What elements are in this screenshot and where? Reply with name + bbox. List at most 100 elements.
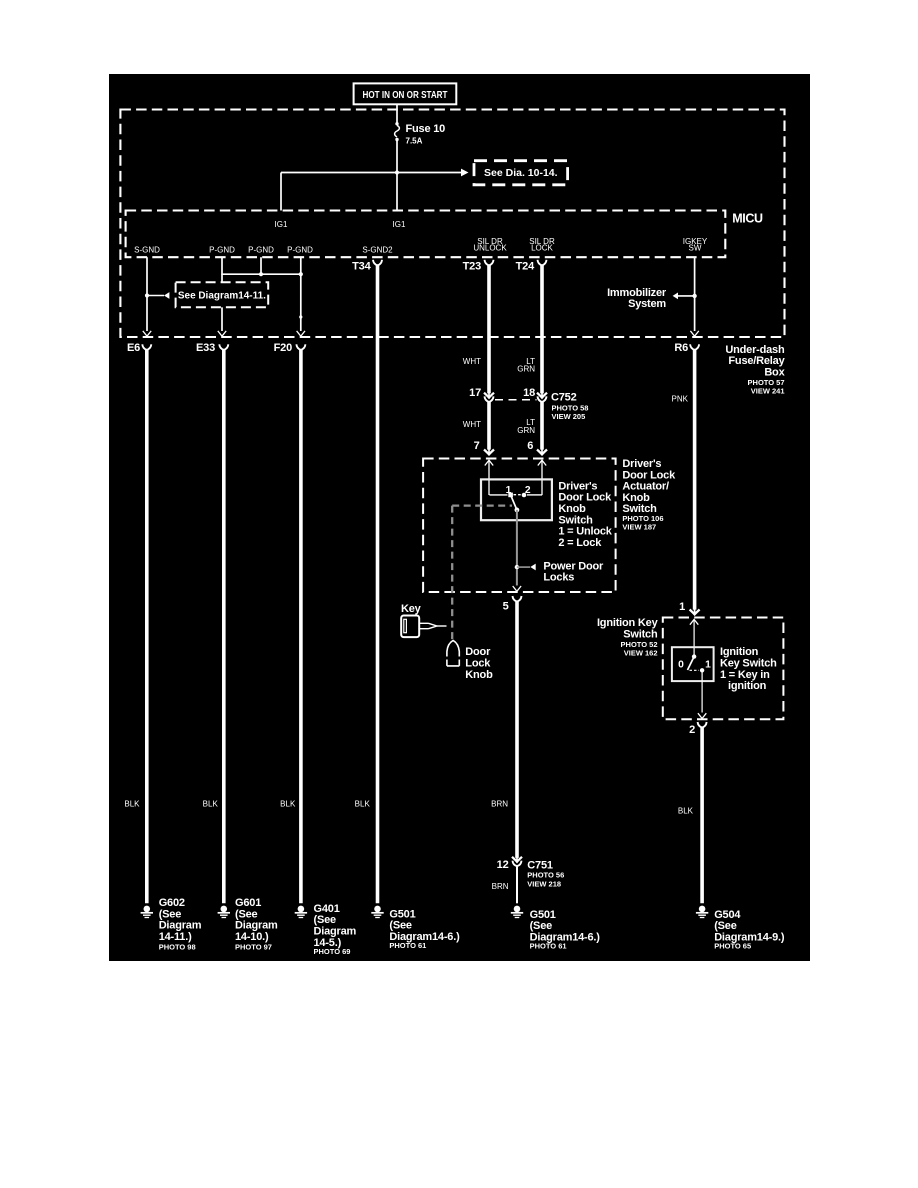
svg-text:2 = Lock: 2 = Lock (558, 537, 602, 549)
svg-text:Diagram: Diagram (159, 920, 202, 932)
svg-text:E33: E33 (196, 342, 215, 354)
svg-text:P-GND: P-GND (248, 246, 274, 255)
svg-text:14-5.): 14-5.) (314, 937, 342, 949)
svg-text:T34: T34 (352, 261, 371, 273)
svg-text:1 = Unlock: 1 = Unlock (558, 526, 612, 538)
svg-text:SIL DR: SIL DR (529, 237, 555, 246)
svg-text:14-11.): 14-11.) (159, 931, 192, 943)
svg-text:Under-dash: Under-dash (725, 344, 785, 356)
svg-text:1 = Key in: 1 = Key in (720, 669, 770, 681)
svg-text:LT: LT (526, 357, 535, 366)
svg-text:P-GND: P-GND (209, 246, 235, 255)
svg-text:C751: C751 (527, 859, 553, 871)
svg-text:LOCK: LOCK (531, 244, 553, 253)
svg-text:Key Switch: Key Switch (720, 658, 777, 670)
svg-text:Fuse 10: Fuse 10 (406, 123, 446, 135)
svg-text:Driver's: Driver's (558, 480, 597, 492)
svg-text:VIEW 162: VIEW 162 (624, 648, 658, 657)
svg-text:GRN: GRN (517, 365, 535, 374)
svg-text:(See: (See (159, 908, 182, 920)
svg-text:PHOTO 61: PHOTO 61 (389, 941, 426, 950)
svg-text:System: System (628, 298, 666, 310)
svg-text:Power Door: Power Door (543, 560, 604, 572)
svg-text:IG1: IG1 (275, 220, 288, 229)
svg-text:Fuse/Relay: Fuse/Relay (728, 355, 785, 367)
svg-text:PHOTO 61: PHOTO 61 (530, 942, 567, 951)
svg-text:12: 12 (497, 859, 509, 871)
svg-text:17: 17 (469, 387, 481, 399)
svg-text:S-GND: S-GND (134, 246, 160, 255)
svg-text:PHOTO 69: PHOTO 69 (314, 947, 351, 956)
svg-text:(See: (See (530, 920, 553, 932)
svg-text:PHOTO 106: PHOTO 106 (622, 514, 663, 523)
svg-text:BLK: BLK (280, 800, 296, 809)
svg-text:ignition: ignition (728, 680, 767, 692)
svg-text:VIEW 218: VIEW 218 (527, 880, 561, 889)
svg-text:PHOTO 57: PHOTO 57 (748, 378, 785, 387)
svg-text:R6: R6 (674, 342, 688, 354)
svg-text:PHOTO 65: PHOTO 65 (714, 942, 751, 951)
svg-text:PNK: PNK (672, 395, 689, 404)
svg-text:F20: F20 (274, 342, 292, 354)
svg-text:Immobilizer: Immobilizer (607, 287, 667, 299)
svg-text:5: 5 (503, 600, 509, 612)
svg-text:Switch: Switch (622, 503, 657, 515)
svg-text:C752: C752 (551, 392, 577, 404)
svg-text:18: 18 (523, 387, 535, 399)
svg-text:BRN: BRN (492, 882, 509, 891)
svg-text:G501: G501 (389, 908, 415, 920)
svg-text:Lock: Lock (465, 658, 491, 670)
svg-text:1: 1 (679, 601, 685, 613)
svg-text:Door Lock: Door Lock (558, 492, 612, 504)
svg-text:PHOTO 52: PHOTO 52 (621, 640, 658, 649)
svg-text:BLK: BLK (124, 800, 140, 809)
svg-text:VIEW 241: VIEW 241 (751, 387, 785, 396)
svg-text:G501: G501 (530, 909, 556, 921)
svg-text:7.5A: 7.5A (406, 137, 423, 146)
svg-text:Switch: Switch (623, 628, 658, 640)
svg-text:T23: T23 (463, 261, 481, 273)
svg-text:Diagram: Diagram (314, 926, 357, 938)
svg-text:PHOTO 58: PHOTO 58 (552, 403, 589, 412)
svg-text:Door Lock: Door Lock (622, 469, 676, 481)
svg-text:VIEW 187: VIEW 187 (622, 522, 656, 531)
svg-text:MICU: MICU (732, 211, 763, 225)
svg-text:0: 0 (678, 660, 684, 671)
svg-text:Ignition: Ignition (720, 646, 759, 658)
svg-text:(See: (See (714, 920, 737, 932)
svg-text:Switch: Switch (558, 514, 593, 526)
svg-text:G602: G602 (159, 897, 185, 909)
svg-text:PHOTO 98: PHOTO 98 (159, 942, 196, 951)
svg-text:Key: Key (401, 603, 422, 615)
svg-text:Actuator/: Actuator/ (622, 481, 669, 493)
svg-text:Knob: Knob (465, 669, 493, 681)
svg-text:See Diagram14-11.: See Diagram14-11. (178, 291, 266, 302)
svg-text:SIL DR: SIL DR (477, 237, 503, 246)
svg-text:BLK: BLK (678, 807, 694, 816)
svg-text:E6: E6 (127, 342, 140, 354)
svg-text:Locks: Locks (543, 571, 574, 583)
svg-text:Diagram14-6.): Diagram14-6.) (530, 931, 601, 943)
svg-text:GRN: GRN (517, 426, 535, 435)
svg-text:Door: Door (465, 646, 491, 658)
svg-text:14-10.): 14-10.) (235, 931, 269, 943)
svg-text:UNLOCK: UNLOCK (473, 244, 507, 253)
svg-text:Ignition Key: Ignition Key (597, 617, 659, 629)
svg-text:BRN: BRN (491, 800, 508, 809)
svg-text:VIEW 205: VIEW 205 (552, 412, 586, 421)
svg-text:2: 2 (689, 724, 695, 736)
svg-text:(See: (See (314, 914, 337, 926)
svg-text:G504: G504 (714, 909, 741, 921)
svg-text:T24: T24 (516, 261, 535, 273)
svg-text:Diagram: Diagram (235, 920, 278, 932)
svg-text:BLK: BLK (355, 800, 371, 809)
svg-text:(See: (See (389, 920, 412, 932)
svg-text:7: 7 (474, 440, 480, 452)
svg-text:(See: (See (235, 908, 258, 920)
svg-text:BLK: BLK (203, 800, 219, 809)
svg-text:LT: LT (526, 418, 535, 427)
svg-text:IG1: IG1 (393, 220, 406, 229)
svg-text:HOT IN ON OR START: HOT IN ON OR START (363, 90, 448, 101)
svg-text:WHT: WHT (463, 357, 481, 366)
svg-text:PHOTO 97: PHOTO 97 (235, 942, 272, 951)
